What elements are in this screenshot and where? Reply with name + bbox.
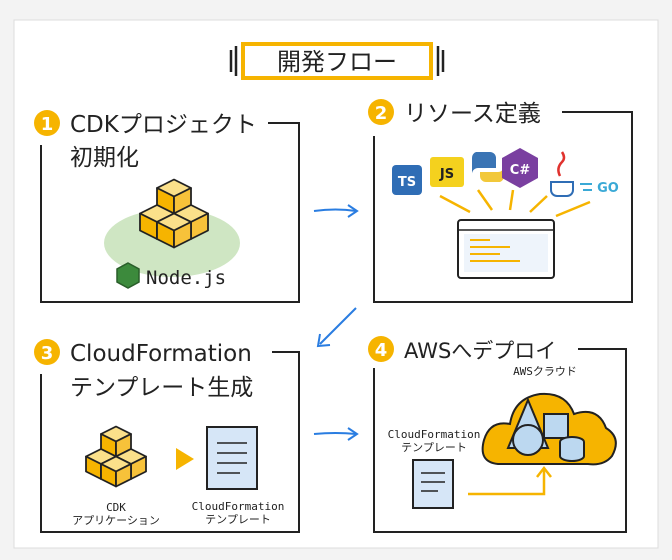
code-editor-icon: [457, 219, 555, 279]
document-icon: [412, 459, 454, 509]
step-3-title-line2: テンプレート生成: [70, 375, 253, 401]
deploy-arrow-icon: [468, 465, 552, 496]
arrow-right-icon: [313, 427, 359, 441]
arrow-right-icon: [313, 204, 359, 218]
java-icon: [550, 151, 574, 197]
javascript-icon: JS: [430, 157, 464, 187]
python-icon: [471, 152, 505, 182]
cdk-app-label-line1: CDK: [106, 501, 126, 514]
step-4-title: AWSへデプロイ: [404, 339, 556, 363]
svg-text:JS: JS: [439, 167, 454, 182]
step-4-panel: 4 AWSへデプロイ AWSクラウド CloudFormation テンプレート: [368, 336, 627, 533]
cfn-doc-label-line1: CloudFormation: [388, 428, 481, 441]
cdk-app-label-line2: アプリケーション: [72, 514, 160, 527]
go-icon: GO: [580, 181, 619, 196]
svg-text:3: 3: [41, 343, 54, 364]
svg-text:C#: C#: [510, 163, 531, 178]
play-triangle-icon: [176, 448, 194, 470]
svg-text:1: 1: [41, 114, 54, 135]
step-1-title-line1: CDKプロジェクト: [70, 112, 257, 138]
step-2-panel: 2 リソース定義 TS JS C# GO: [368, 99, 633, 303]
step-1-title-line2: 初期化: [70, 145, 139, 171]
svg-text:2: 2: [375, 103, 388, 124]
typescript-icon: TS: [392, 165, 422, 195]
title-text: 開発フロー: [277, 48, 397, 76]
arrow-down-left-icon: [316, 307, 357, 348]
step-1-badge: [34, 110, 60, 136]
cube-stack-icon: [139, 178, 209, 249]
nodejs-caption: Node.js: [146, 267, 226, 289]
cfn-template-label-line1: CloudFormation: [192, 500, 285, 513]
svg-text:4: 4: [375, 340, 388, 361]
diagram-title: 開発フロー: [229, 42, 445, 80]
nodejs-hexagon-icon: [116, 262, 140, 289]
cfn-doc-label-line2: テンプレート: [401, 441, 467, 454]
step-3-panel: 3 CloudFormation テンプレート生成 CDK アプリケーション C…: [34, 339, 300, 533]
step-2-title: リソース定義: [404, 101, 541, 127]
cfn-template-label-line2: テンプレート: [205, 513, 271, 526]
cube-stack-icon: [85, 425, 147, 488]
step-4-badge: [368, 336, 394, 362]
aws-cloud-label: AWSクラウド: [513, 365, 577, 378]
step-2-badge: [368, 99, 394, 125]
step-1-panel: 1 CDKプロジェクト 初期化 Node.js: [34, 110, 300, 303]
rays: [439, 189, 591, 218]
csharp-icon: C#: [502, 148, 538, 188]
svg-text:GO: GO: [597, 181, 619, 196]
svg-text:TS: TS: [398, 175, 416, 190]
step-3-badge: [34, 339, 60, 365]
document-icon: [206, 426, 258, 490]
shapes-icon: [506, 397, 585, 462]
step-3-title-line1: CloudFormation: [70, 341, 252, 367]
